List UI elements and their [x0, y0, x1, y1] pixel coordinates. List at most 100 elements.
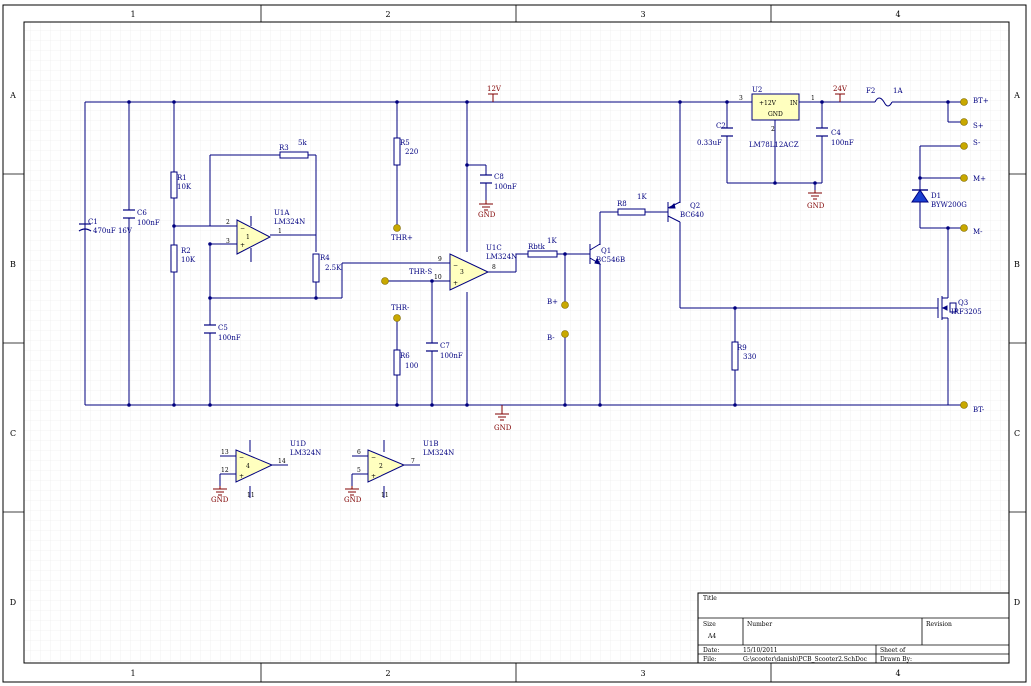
opamp-u1a[interactable]: − + 2 3 1 1 U1A LM324N — [226, 209, 305, 262]
u1c-pin-9: 9 — [438, 256, 442, 263]
port-bt-minus[interactable]: BT- — [960, 401, 985, 415]
c5-ref: C5 — [218, 324, 228, 332]
capacitor-c8[interactable]: C8 100nF — [480, 173, 517, 191]
transistor-q2[interactable]: Q2 BC640 — [667, 201, 704, 223]
u1a-minus-icon: − — [240, 225, 245, 232]
port-bt-plus-label: BT+ — [973, 97, 989, 105]
resistor-r1[interactable]: R1 10K — [170, 171, 192, 199]
zone-row-d-left: D — [10, 598, 16, 607]
opamp-u1b[interactable]: − + 6 5 7 2 11 U1B LM324N — [357, 440, 454, 499]
u1b-minus-icon: − — [371, 454, 376, 461]
rbtk-ref: Rbtk — [528, 243, 546, 251]
q3-value: IRF3205 — [951, 308, 982, 316]
opamp-u1d[interactable]: − + 13 12 14 4 11 U1D LM324N — [221, 440, 321, 499]
port-s-minus[interactable]: S- — [960, 139, 982, 150]
title-block: Title Size A4 Number Revision Date: 15/1… — [697, 592, 1010, 664]
resistor-r5[interactable]: R5 220 — [393, 137, 418, 166]
u1d-pin-13: 13 — [221, 449, 229, 456]
sheet-label: Sheet of — [880, 647, 906, 654]
q1-value: BC546B — [596, 256, 625, 264]
regulator-u2[interactable]: U2 +12V IN GND 3 2 1 LM78L12ACZ — [739, 86, 815, 149]
r5-value: 220 — [405, 148, 418, 156]
size-value: A4 — [707, 633, 716, 640]
resistor-r9[interactable]: R9 330 — [731, 341, 756, 371]
capacitor-c2[interactable]: C2 0.33uF — [697, 122, 733, 147]
zone-row-b-left: B — [10, 260, 16, 269]
c2-value: 0.33uF — [697, 139, 722, 147]
power-24v-label: 24V — [833, 85, 848, 93]
u1c-minus-icon: − — [453, 262, 458, 269]
port-b-minus[interactable]: B- — [547, 330, 569, 343]
capacitor-c6[interactable]: C6 100nF — [123, 209, 160, 227]
d1-value: BYW200G — [931, 201, 967, 209]
u2-ref: U2 — [752, 86, 762, 94]
opamp-u1c[interactable]: − + 9 10 8 3 U1C LM324N — [434, 244, 517, 291]
port-thr-s[interactable]: THR-S — [381, 268, 433, 285]
u1c-pin-10: 10 — [434, 274, 442, 281]
u1d-pin-11: 11 — [247, 492, 255, 499]
c1-ref: C1 — [88, 218, 98, 226]
r2-ref: R2 — [181, 247, 191, 255]
u1a-pin-2: 2 — [226, 219, 230, 226]
q2-value: BC640 — [680, 211, 704, 219]
port-thr-plus-label: THR+ — [391, 234, 413, 242]
u1a-plus-icon: + — [240, 242, 245, 249]
r3-value: 5k — [298, 139, 307, 147]
port-b-plus[interactable]: B+ — [547, 298, 569, 309]
port-s-plus[interactable]: S+ — [960, 118, 984, 131]
title-label: Title — [703, 595, 717, 602]
r6-ref: R6 — [400, 352, 410, 360]
r8-ref: R8 — [617, 200, 627, 208]
c4-ref: C4 — [831, 129, 841, 137]
port-thr-minus[interactable]: THR- — [391, 304, 410, 322]
u1b-pin-7: 7 — [411, 458, 415, 465]
port-m-plus[interactable]: M+ — [960, 174, 987, 184]
zone-col-2-top: 2 — [385, 10, 390, 19]
port-m-plus-label: M+ — [973, 175, 986, 183]
u1d-pin-14: 14 — [278, 458, 286, 465]
u1b-pin-5: 5 — [357, 467, 361, 474]
r1-ref: R1 — [177, 174, 187, 182]
u1c-pin-8: 8 — [492, 264, 496, 271]
capacitor-c4[interactable]: C4 100nF — [816, 127, 854, 147]
port-b-plus-label: B+ — [547, 298, 558, 306]
u2-pin-1: 1 — [811, 95, 815, 102]
u1c-plus-icon: + — [453, 280, 458, 287]
port-bt-plus[interactable]: BT+ — [960, 97, 989, 106]
resistor-r4[interactable]: R4 2.5K — [312, 253, 342, 283]
port-thr-minus-label: THR- — [391, 304, 410, 312]
u1b-pin-2: 2 — [379, 463, 383, 470]
capacitor-c1[interactable]: C1 470uF 16V — [78, 218, 133, 235]
transistor-q1[interactable]: Q1 BC546B — [589, 243, 625, 265]
diode-d1[interactable]: D1 BYW200G — [911, 189, 967, 209]
zone-col-3-bottom: 3 — [640, 669, 645, 678]
ground-u1d: GND — [211, 486, 229, 504]
q1-ref: Q1 — [601, 247, 611, 255]
port-m-minus[interactable]: M- — [960, 224, 984, 237]
zone-col-4-bottom: 4 — [895, 669, 900, 678]
sheet-border: 1 2 3 4 1 2 3 4 A B C D A B C D — [2, 4, 1027, 683]
resistor-r6[interactable]: R6 100 — [393, 349, 418, 376]
zone-row-d-right: D — [1014, 598, 1020, 607]
capacitor-c5[interactable]: C5 100nF — [204, 324, 241, 342]
c5-value: 100nF — [218, 334, 241, 342]
port-thr-plus[interactable]: THR+ — [391, 224, 413, 243]
resistor-r2[interactable]: R2 10K — [170, 244, 196, 273]
resistor-r3[interactable]: R3 5k — [279, 139, 309, 159]
resistor-r8[interactable]: R8 1K — [617, 193, 647, 216]
zone-col-1-top: 1 — [130, 10, 135, 19]
u1b-value: LM324N — [423, 449, 454, 457]
q2-ref: Q2 — [690, 202, 700, 210]
mosfet-q3[interactable]: Q3 IRF3205 — [937, 295, 982, 320]
capacitor-c7[interactable]: C7 100nF — [426, 342, 463, 360]
power-12v: 12V — [487, 85, 502, 102]
fuse-f2[interactable]: F2 1A — [866, 87, 903, 107]
port-s-minus-label: S- — [973, 139, 981, 147]
zone-row-b-right: B — [1014, 260, 1020, 269]
r3-ref: R3 — [279, 144, 289, 152]
number-label: Number — [747, 621, 772, 628]
r9-ref: R9 — [737, 344, 747, 352]
u2-pin-2: 2 — [771, 126, 775, 133]
power-12v-label: 12V — [487, 85, 502, 93]
resistor-rbtk[interactable]: Rbtk 1K — [527, 237, 558, 258]
